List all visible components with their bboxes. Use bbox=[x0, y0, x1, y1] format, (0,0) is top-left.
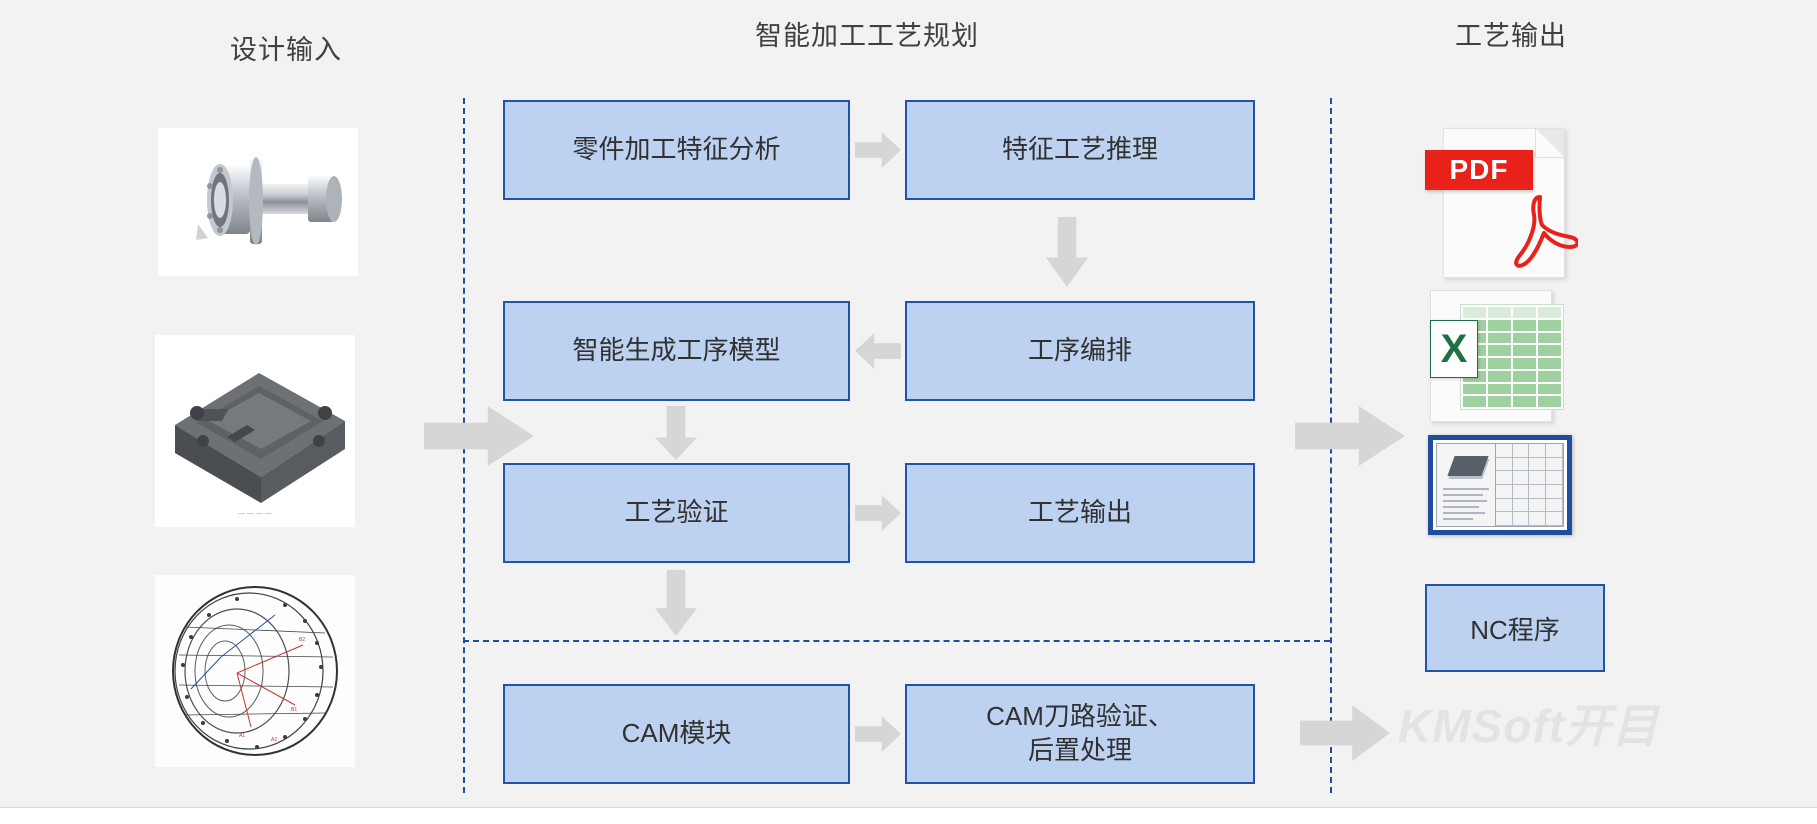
section-title-design-input: 设计输入 bbox=[230, 35, 342, 65]
box-process-verification-label: 工艺验证 bbox=[624, 497, 729, 528]
svg-text:A1: A1 bbox=[239, 733, 245, 739]
box-feature-analysis[interactable]: 零件加工特征分析 bbox=[503, 100, 850, 200]
acrobat-swirl-icon bbox=[1514, 195, 1578, 268]
box-feature-reasoning-label: 特征工艺推理 bbox=[1001, 134, 1158, 165]
process-drawing-icon bbox=[1428, 435, 1572, 535]
box-cam-module[interactable]: CAM模块 bbox=[503, 684, 850, 784]
arrow-toolpath-to-nc bbox=[1300, 705, 1390, 761]
arrow-analysis-to-reasoning bbox=[855, 132, 901, 168]
page-fold-corner bbox=[1535, 129, 1564, 158]
box-process-model[interactable]: 智能生成工序模型 bbox=[503, 301, 850, 401]
box-nc-program[interactable]: NC程序 bbox=[1425, 584, 1605, 672]
excel-x-badge: X bbox=[1430, 320, 1478, 378]
box-process-verification[interactable]: 工艺验证 bbox=[503, 463, 850, 563]
pdf-badge: PDF bbox=[1425, 150, 1533, 190]
drawing-sheet bbox=[1436, 443, 1564, 527]
box-cam-toolpath-label-line2: 后置处理 bbox=[1027, 735, 1132, 765]
divider-horizontal-dashed bbox=[463, 640, 1330, 642]
arrow-cam-to-toolpath bbox=[855, 716, 901, 752]
svg-text:B1: B1 bbox=[291, 707, 297, 713]
drawing-part-shape bbox=[1447, 456, 1489, 476]
box-process-output-label: 工艺输出 bbox=[1027, 497, 1132, 528]
drawing-part-view bbox=[1437, 444, 1496, 526]
excel-file-icon: X bbox=[1430, 290, 1580, 430]
thumbnail-shaft-assembly bbox=[158, 128, 358, 276]
arrow-planning-to-output bbox=[1295, 406, 1405, 466]
arrow-reasoning-to-sequencing bbox=[1046, 217, 1088, 287]
slide-bottom-strip bbox=[0, 807, 1817, 824]
arrow-verification-to-cam bbox=[655, 570, 697, 636]
arrow-verification-to-output bbox=[855, 495, 901, 531]
arrow-design-to-planning bbox=[424, 406, 534, 466]
thumbnail-mold-base: — — — — bbox=[155, 335, 355, 527]
kmsoft-watermark: KMSoft开目 bbox=[1398, 700, 1659, 752]
pdf-file-icon: PDF bbox=[1425, 128, 1591, 280]
box-cam-module-label: CAM模块 bbox=[621, 718, 732, 749]
box-process-output[interactable]: 工艺输出 bbox=[905, 463, 1255, 563]
box-cam-toolpath-label-line1: CAM刀路验证、 bbox=[986, 701, 1174, 732]
box-process-sequencing-label: 工序编排 bbox=[1027, 335, 1132, 366]
svg-text:— — — —: — — — — bbox=[238, 510, 272, 517]
box-feature-analysis-label: 零件加工特征分析 bbox=[572, 134, 781, 165]
mold-base-image: — — — — bbox=[155, 335, 355, 527]
drawing-title-block bbox=[1495, 444, 1563, 526]
svg-text:A2: A2 bbox=[271, 737, 277, 743]
shaft-assembly-image bbox=[158, 128, 358, 276]
box-feature-reasoning[interactable]: 特征工艺推理 bbox=[905, 100, 1255, 200]
box-process-sequencing[interactable]: 工序编排 bbox=[905, 301, 1255, 401]
box-process-model-label: 智能生成工序模型 bbox=[572, 335, 781, 366]
svg-text:B2: B2 bbox=[299, 637, 305, 643]
arrow-sequencing-to-model bbox=[855, 333, 901, 369]
section-title-intelligent-planning: 智能加工工艺规划 bbox=[755, 21, 979, 51]
arrow-model-to-verification bbox=[655, 406, 697, 460]
section-title-process-output: 工艺输出 bbox=[1455, 21, 1567, 51]
box-nc-program-label: NC程序 bbox=[1470, 614, 1560, 645]
box-cam-toolpath-verification[interactable]: CAM刀路验证、 后置处理 bbox=[905, 684, 1255, 784]
